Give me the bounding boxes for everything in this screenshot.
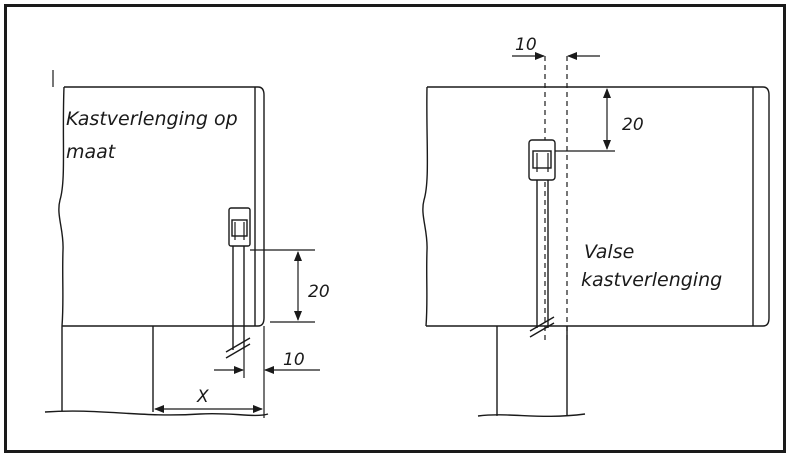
right-view: 20 10 Valse kastverlenging: [422, 35, 770, 418]
right-break-mark: [529, 322, 555, 338]
left-view: 20 10 X Kastverlenging op maat: [44, 70, 330, 418]
left-label-line1: Kastverlenging op: [66, 108, 238, 130]
left-dim20-arrow-top: [294, 251, 302, 261]
right-dim10-arrow-left: [535, 52, 545, 60]
x-dim-arrow-right: [253, 405, 263, 413]
left-label-line2: maat: [66, 141, 117, 163]
right-dim20-label: 20: [622, 115, 644, 135]
left-clip-inner: [231, 219, 248, 237]
right-dim10-arrow-right: [567, 52, 577, 60]
left-dim20-label: 20: [308, 282, 330, 302]
left-cabinet-body: [58, 86, 265, 327]
left-plinth: [44, 326, 269, 417]
right-dim20-arrow-top: [603, 88, 611, 98]
x-dim-label: X: [196, 387, 209, 407]
right-label-line2: kastverlenging: [581, 269, 722, 291]
x-dim-arrow-left: [154, 405, 164, 413]
left-break-mark-2: [225, 337, 251, 353]
left-dim20-arrow-bottom: [294, 311, 302, 321]
right-dim20-arrow-bottom: [603, 140, 611, 150]
outer-frame: [4, 4, 786, 453]
left-break-mark: [225, 343, 251, 359]
right-plinth: [477, 326, 586, 418]
left-dim10-arrow-left: [234, 366, 244, 374]
right-break-mark-2: [529, 316, 555, 332]
left-dim10-label: 10: [283, 350, 305, 370]
right-label-line1: Valse: [584, 241, 634, 263]
left-dim10-arrow-right: [264, 366, 274, 374]
right-dim10-label: 10: [515, 35, 537, 55]
right-cabinet-body: [422, 86, 770, 327]
